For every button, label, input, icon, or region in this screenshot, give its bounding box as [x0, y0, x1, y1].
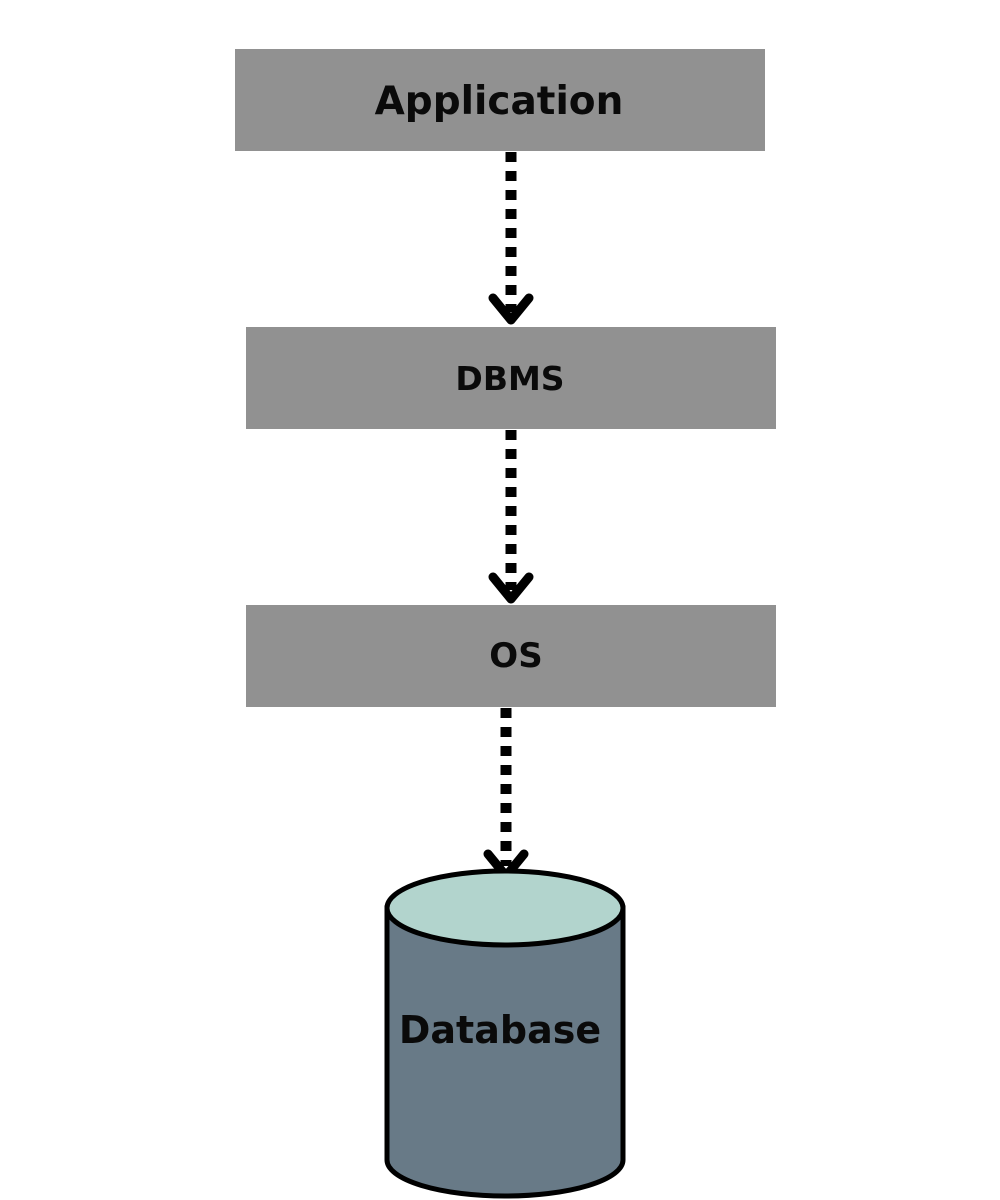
arrow-head	[488, 293, 534, 325]
arrow-application-to-dbms	[488, 152, 534, 325]
os-box: OS	[246, 605, 776, 707]
application-box: Application	[235, 49, 765, 151]
arrow-dbms-to-os	[488, 430, 534, 604]
dbms-label: DBMS	[455, 358, 565, 398]
cylinder-body	[384, 905, 626, 1199]
cylinder-top	[384, 868, 626, 948]
database-cylinder	[384, 868, 626, 1199]
database-label: Database	[398, 1008, 602, 1052]
arrow-os-to-database	[483, 708, 529, 881]
os-label: OS	[489, 636, 543, 676]
application-label: Application	[374, 78, 624, 124]
dbms-box: DBMS	[246, 327, 776, 429]
arrow-head	[488, 572, 534, 604]
